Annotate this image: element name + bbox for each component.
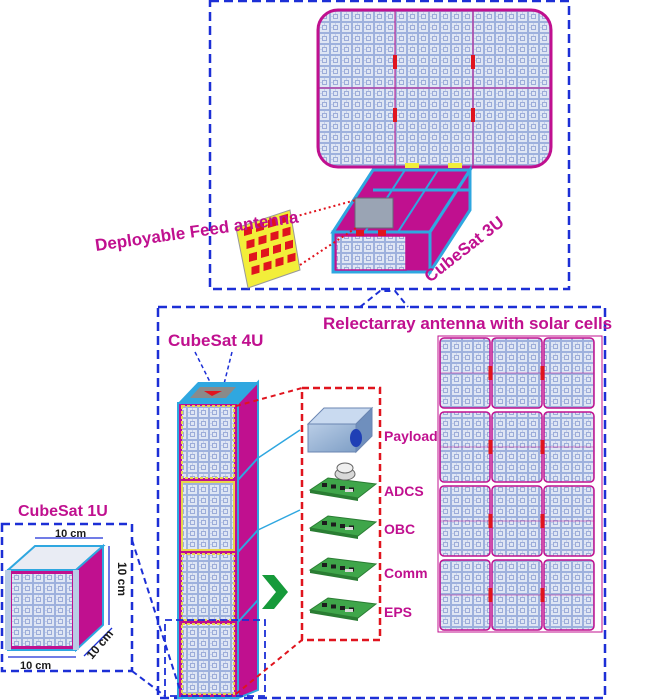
- dim-top-label: 10 cm: [55, 528, 86, 540]
- stack-frame: [300, 386, 382, 642]
- frame-3u: [208, 0, 571, 291]
- dim-right-label: 10 cm: [115, 562, 129, 596]
- stack-label-obc: OBC: [384, 521, 415, 537]
- frame-connector: [359, 290, 409, 308]
- cubesat-4u-label: CubeSat 4U: [168, 331, 263, 350]
- payload-icon: [306, 406, 374, 454]
- cubesat-1u-body: [5, 543, 106, 653]
- stack-label-eps: EPS: [384, 604, 412, 620]
- pcb-board-icon: [308, 515, 378, 539]
- dimension-lines: [8, 537, 113, 658]
- cubesat-1u-label: CubeSat 1U: [18, 503, 108, 520]
- cubesat-3u-body: [330, 164, 473, 278]
- feed-antenna-icon: [235, 199, 357, 289]
- pcb-board-icon: [308, 597, 378, 621]
- stack-label-payload: Payload: [384, 428, 438, 444]
- reflectarray-panel-top: [316, 8, 553, 169]
- pcb-board-icon: [308, 557, 378, 581]
- dim-bottom-label: 10 cm: [20, 660, 51, 672]
- stack-label-adcs: ADCS: [384, 483, 424, 499]
- stack-label-comm: Comm: [384, 565, 428, 581]
- reflectarray-label: Relectarray antenna with solar cells: [323, 314, 612, 333]
- frame-1u: [0, 522, 134, 673]
- cubesat-4u-body: [164, 379, 266, 700]
- chevron-arrow-icon: [262, 575, 288, 609]
- pcb-board-icon: [308, 462, 378, 501]
- reflectarray-panel-right: [437, 335, 603, 633]
